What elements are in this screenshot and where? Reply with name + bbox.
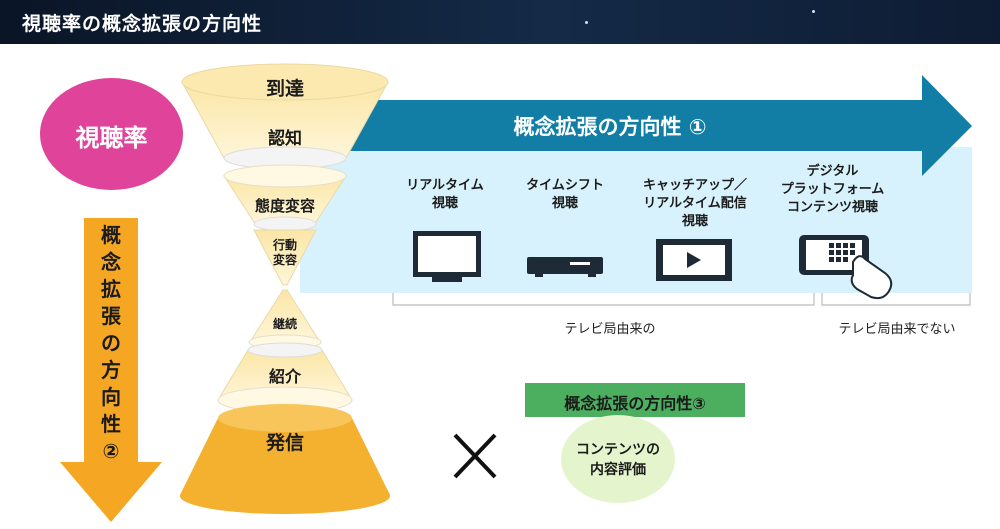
concept-arrow-2 [60,218,162,522]
content-eval-circle [561,415,675,503]
concept-arrow-1 [322,75,972,176]
funnel-stage-broadcast: 発信 [265,432,304,454]
smartphone-icon [799,235,893,300]
arrow-2-char: 張 [101,304,121,328]
funnel-bottom-ellipse [180,478,390,514]
viewing-type-digital: デジタル プラットフォーム コンテンツ視聴 [780,164,885,215]
arrow-2-char: 概 [101,223,121,247]
arrow-2-char: の [101,331,121,355]
recorder-icon [527,257,603,277]
viewing-type-catchup: キャッチアップ／ リアルタイム配信 視聴 [642,178,747,229]
arrow-2-char: 念 [101,250,121,274]
star-decoration [585,21,588,24]
arrow-2-char: 方 [101,358,121,382]
funnel-stage-attitude: 態度変容 [254,197,315,215]
funnel-ellipse [218,404,352,432]
arrow-2-label: 概念拡張の方向性 ② [84,222,138,465]
funnel-stage-awareness: 認知 [268,129,302,149]
funnel-stage-retention: 継続 [272,317,297,331]
concept-3-box [525,383,745,417]
funnel-segment [253,229,317,286]
arrow-2-char: 向 [101,385,121,409]
funnel-stage-referral: 紹介 [268,367,301,386]
multiply-symbol [453,433,497,479]
star-decoration [812,10,815,13]
tv-origin-label: テレビ局由来の [564,322,656,337]
funnel-stage-reach: 到達 [265,78,304,100]
funnel-segment-hasshin [180,418,390,495]
tv-icon [413,231,481,282]
arrow-3-label: 概念拡張の方向性③ [564,394,706,413]
viewing-type-timeshift: タイムシフト 視聴 [526,178,604,211]
arrow-1-label: 概念拡張の方向性 ① [513,115,707,139]
funnel-ellipse [247,342,323,358]
page-title: 視聴率の概念拡張の方向性 [22,13,263,35]
funnel-ellipse [223,164,347,188]
title-bar: 視聴率の概念拡張の方向性 [0,0,1000,44]
arrow-2-char: 性 [101,412,121,436]
play-screen-icon [656,239,732,281]
viewing-type-realtime: リアルタイム 視聴 [406,178,484,211]
funnel-stage-behavior: 行動 変容 [272,238,297,267]
bracket-non-tv-origin [821,293,971,306]
non-tv-origin-label: テレビ局由来でない [838,322,956,337]
funnel-ellipse [253,216,317,232]
bracket-tv-origin [392,293,815,306]
content-eval-label: コンテンツの 内容評価 [576,442,660,478]
funnel-top-ellipse [181,63,389,101]
arrow-2-char: 拡 [101,277,121,301]
arrow-2-char: ② [102,439,120,463]
rating-circle [40,78,183,190]
rating-label: 視聴率 [75,124,148,152]
